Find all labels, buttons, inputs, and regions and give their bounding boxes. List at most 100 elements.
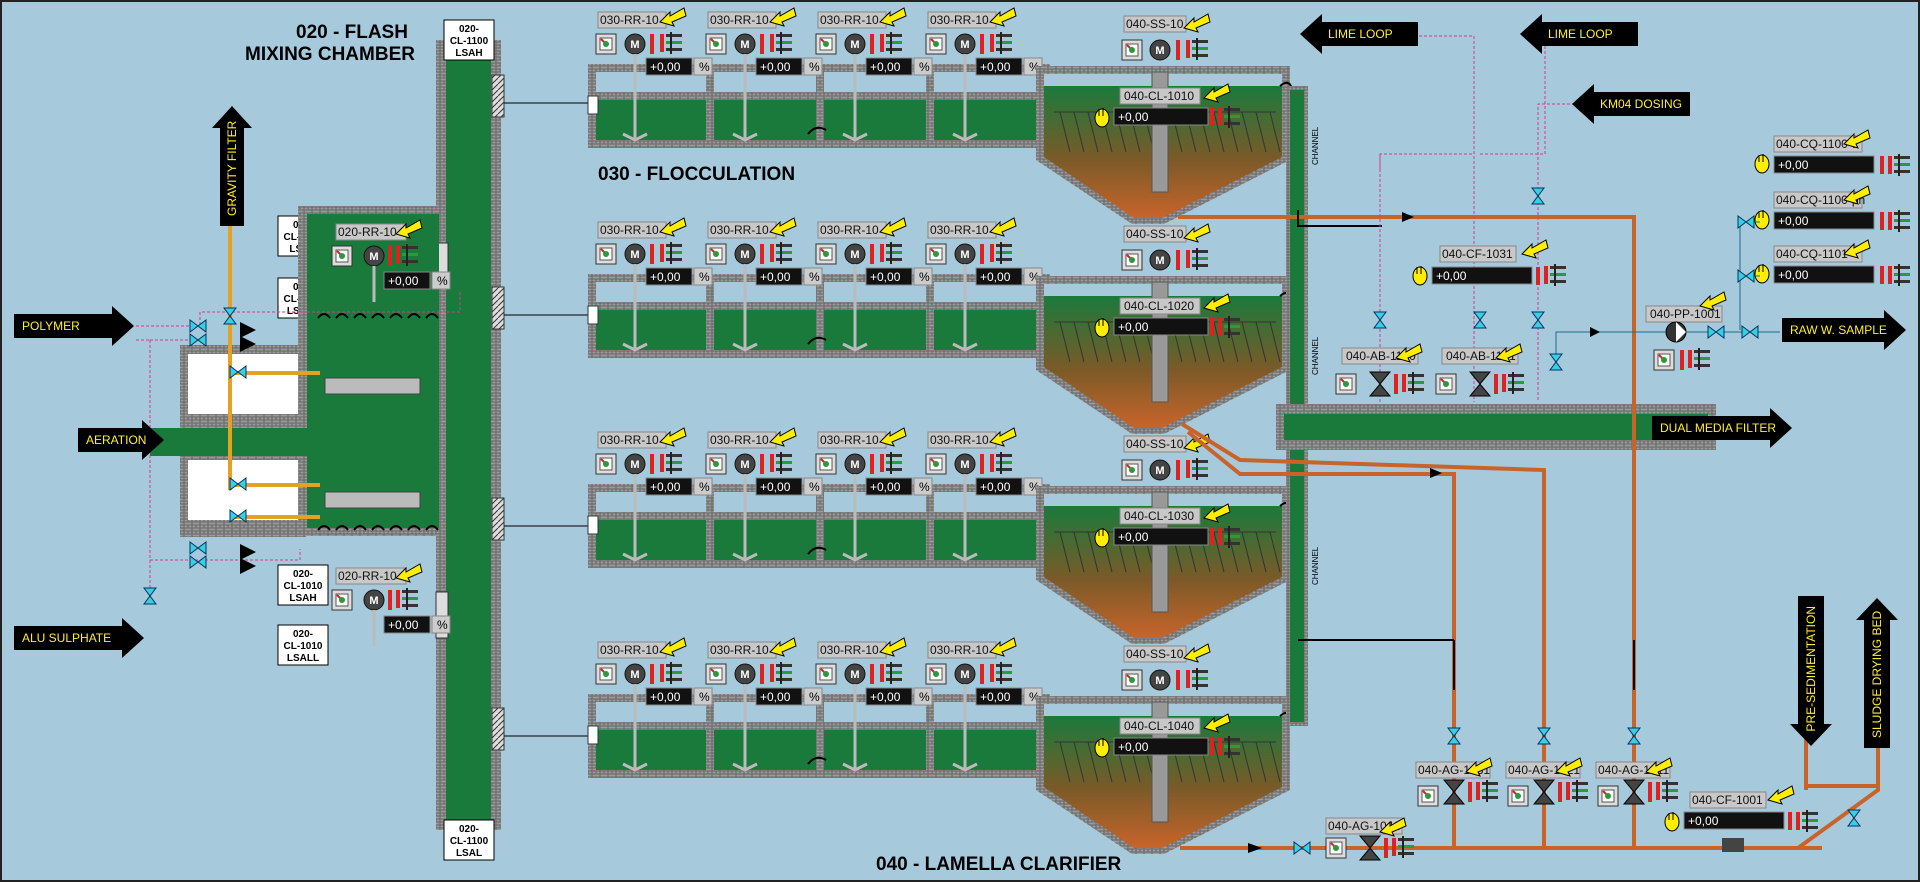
motor-icon[interactable]: M bbox=[363, 589, 385, 611]
settings-tools-icon[interactable] bbox=[1218, 316, 1240, 338]
faceplate-icon[interactable] bbox=[1507, 785, 1529, 807]
sludge-valve[interactable]: 040-AG-1011 bbox=[1595, 727, 1678, 807]
sludge-valve-icon[interactable] bbox=[1622, 779, 1646, 805]
settings-tools-icon[interactable] bbox=[990, 662, 1012, 684]
faceplate-icon[interactable] bbox=[705, 453, 727, 475]
alarm-arrow-icon[interactable] bbox=[1203, 293, 1231, 313]
alarm-arrow-icon[interactable] bbox=[659, 427, 687, 447]
settings-tools-icon[interactable] bbox=[990, 32, 1012, 54]
alarm-arrow-icon[interactable] bbox=[1183, 643, 1211, 663]
alarm-arrow-icon[interactable] bbox=[769, 217, 797, 237]
air-blower-valve-icon[interactable] bbox=[1468, 371, 1492, 397]
motor-icon[interactable]: M bbox=[1149, 249, 1171, 271]
alarm-arrow-icon[interactable] bbox=[395, 219, 423, 239]
sludge-isolation-valve-icon[interactable] bbox=[1447, 727, 1461, 745]
flocculator-mixer[interactable]: 030-RR-10M+0,00% bbox=[925, 427, 1043, 562]
manual-hand-icon[interactable] bbox=[1094, 108, 1110, 128]
settings-tools-icon[interactable] bbox=[880, 452, 902, 474]
alarm-arrow-icon[interactable] bbox=[1203, 503, 1231, 523]
sludge-valve[interactable]: 040-AG-1021 bbox=[1505, 727, 1588, 807]
settings-tools-icon[interactable] bbox=[990, 452, 1012, 474]
alarm-arrow-icon[interactable] bbox=[395, 563, 423, 583]
flocculator-mixer[interactable]: 030-RR-10M+0,00% bbox=[815, 217, 933, 352]
faceplate-icon[interactable] bbox=[925, 663, 947, 685]
alarm-arrow-icon[interactable] bbox=[879, 637, 907, 657]
sludge-valve-icon[interactable] bbox=[1532, 779, 1556, 805]
dosing-valve-icon[interactable] bbox=[1549, 353, 1563, 371]
polymer-valve-icon[interactable] bbox=[189, 319, 207, 333]
faceplate-icon[interactable] bbox=[595, 243, 617, 265]
alarm-arrow-icon[interactable] bbox=[659, 637, 687, 657]
settings-tools-icon[interactable] bbox=[660, 452, 682, 474]
motor-icon[interactable]: M bbox=[1149, 39, 1171, 61]
faceplate-icon[interactable] bbox=[595, 33, 617, 55]
alarm-arrow-icon[interactable] bbox=[1183, 223, 1211, 243]
settings-tools-icon[interactable] bbox=[1566, 780, 1588, 802]
manual-hand-icon[interactable] bbox=[1412, 266, 1428, 286]
faceplate-icon[interactable] bbox=[705, 663, 727, 685]
settings-tools-icon[interactable] bbox=[660, 662, 682, 684]
alarm-arrow-icon[interactable] bbox=[1767, 785, 1795, 805]
flocculator-mixer[interactable]: 030-RR-10M+0,00% bbox=[925, 217, 1043, 352]
flash-mixer[interactable]: 020-RR-10M+0,00% bbox=[331, 563, 451, 646]
faceplate-icon[interactable] bbox=[705, 33, 727, 55]
settings-tools-icon[interactable] bbox=[1544, 264, 1566, 286]
alarm-arrow-icon[interactable] bbox=[1843, 129, 1871, 149]
dosing-valve-icon[interactable] bbox=[1531, 311, 1545, 329]
flocculator-mixer[interactable]: 030-RR-10M+0,00% bbox=[705, 217, 823, 352]
flocculator-mixer[interactable]: 030-RR-10M+0,00% bbox=[815, 427, 933, 562]
settings-tools-icon[interactable] bbox=[1688, 348, 1710, 370]
alarm-arrow-icon[interactable] bbox=[659, 7, 687, 27]
scraper-drive[interactable]: 040-SS-10M bbox=[1121, 223, 1211, 271]
faceplate-icon[interactable] bbox=[331, 589, 353, 611]
faceplate-icon[interactable] bbox=[1597, 785, 1619, 807]
analyzer[interactable]: 040-CQ-1100-t+0,00 bbox=[1754, 129, 1910, 176]
flash-mixer[interactable]: 020-RR-10M+0,00% bbox=[331, 219, 451, 302]
alarm-arrow-icon[interactable] bbox=[1203, 83, 1231, 103]
settings-tools-icon[interactable] bbox=[1796, 810, 1818, 832]
alarm-arrow-icon[interactable] bbox=[1465, 757, 1493, 777]
alarm-arrow-icon[interactable] bbox=[1521, 239, 1549, 259]
clarifier-level[interactable]: 040-CL-1010+0,00 bbox=[1094, 83, 1240, 128]
alarm-arrow-icon[interactable] bbox=[769, 637, 797, 657]
settings-tools-icon[interactable] bbox=[1186, 248, 1208, 270]
scraper-drive[interactable]: 040-SS-10M bbox=[1121, 13, 1211, 61]
alarm-arrow-icon[interactable] bbox=[989, 427, 1017, 447]
pump-pp1001[interactable]: 040-PP-1001 bbox=[1645, 291, 1727, 371]
polymer-valve-icon[interactable] bbox=[189, 333, 207, 347]
faceplate-icon[interactable] bbox=[1417, 785, 1439, 807]
alarm-arrow-icon[interactable] bbox=[769, 427, 797, 447]
gravity-filter-valve-icon[interactable] bbox=[223, 307, 237, 325]
sludge-isolation-valve-icon[interactable] bbox=[1627, 727, 1641, 745]
scraper-drive[interactable]: 040-SS-10M bbox=[1121, 643, 1211, 691]
sludge-isolation-valve-icon[interactable] bbox=[1293, 841, 1311, 855]
manual-hand-icon[interactable] bbox=[1754, 154, 1770, 174]
settings-tools-icon[interactable] bbox=[1888, 264, 1910, 286]
faceplate-icon[interactable] bbox=[1121, 249, 1143, 271]
settings-tools-icon[interactable] bbox=[1186, 38, 1208, 60]
motor-icon[interactable]: M bbox=[624, 33, 646, 55]
faceplate-icon[interactable] bbox=[1435, 373, 1457, 395]
faceplate-icon[interactable] bbox=[815, 33, 837, 55]
motor-icon[interactable]: M bbox=[844, 663, 866, 685]
faceplate-icon[interactable] bbox=[1325, 837, 1347, 859]
motor-icon[interactable]: M bbox=[624, 243, 646, 265]
settings-tools-icon[interactable] bbox=[1218, 526, 1240, 548]
motor-icon[interactable]: M bbox=[954, 453, 976, 475]
motor-icon[interactable]: M bbox=[1149, 459, 1171, 481]
motor-icon[interactable]: M bbox=[954, 243, 976, 265]
motor-icon[interactable]: M bbox=[624, 663, 646, 685]
motor-icon[interactable]: M bbox=[734, 663, 756, 685]
outlet-valve-icon[interactable] bbox=[1847, 809, 1861, 827]
manual-hand-icon[interactable] bbox=[1094, 528, 1110, 548]
settings-tools-icon[interactable] bbox=[770, 662, 792, 684]
flocculator-mixer[interactable]: 030-RR-10M+0,00% bbox=[705, 427, 823, 562]
settings-tools-icon[interactable] bbox=[1186, 668, 1208, 690]
analyzer[interactable]: 040-CQ-1101+0,00 bbox=[1754, 239, 1910, 286]
motor-icon[interactable]: M bbox=[844, 243, 866, 265]
sludge-valve-icon[interactable] bbox=[1358, 835, 1382, 861]
alu-valve-icon[interactable] bbox=[189, 555, 207, 569]
alarm-arrow-icon[interactable] bbox=[1645, 757, 1673, 777]
